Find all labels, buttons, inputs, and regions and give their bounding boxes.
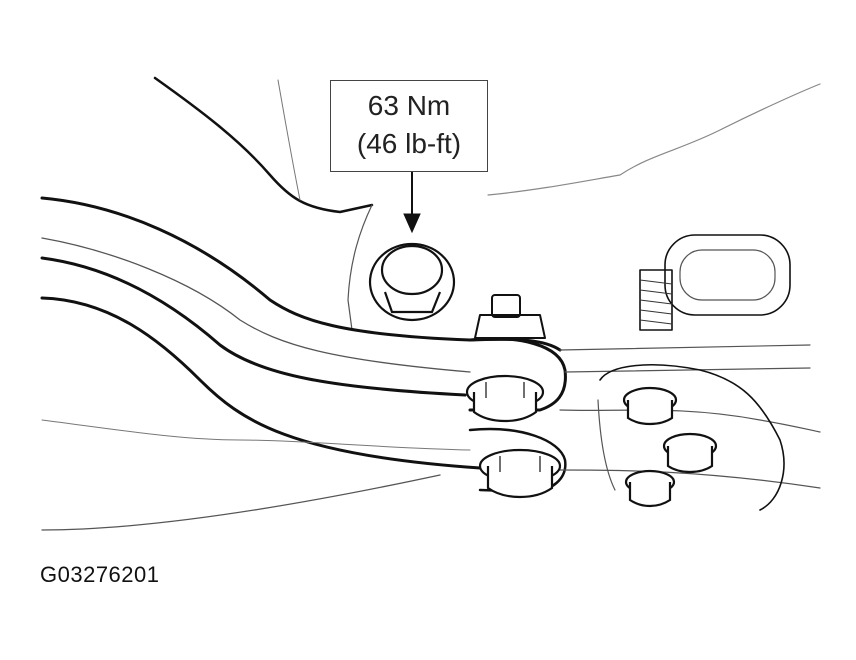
- control-arm-upper-lower: [40, 256, 467, 397]
- control-arm-lower-edge: [40, 296, 482, 470]
- crossmember-lower: [559, 409, 821, 433]
- stud-threads: [639, 279, 673, 325]
- figure-id: G03276201: [40, 562, 160, 587]
- torque-imperial: (46 lb-ft): [356, 128, 462, 159]
- oval-bracket: [664, 234, 791, 316]
- arm-stud: [491, 294, 521, 318]
- bracket-outline: [347, 204, 373, 331]
- crossmember-mid: [564, 367, 811, 373]
- arm-end-bushing: [468, 337, 567, 412]
- oval-bracket-inner: [679, 249, 776, 301]
- callout-arrow: [403, 172, 421, 234]
- flange-nut-lower: [478, 448, 562, 498]
- control-arm-upper-inner: [41, 237, 471, 373]
- crossmember-bottom: [559, 469, 821, 489]
- control-arm-upper-edge: [40, 196, 562, 352]
- knuckle-nut-middle: [662, 432, 718, 474]
- torque-callout: 63 Nm (46 lb-ft): [330, 80, 488, 172]
- torque-metric: 63 Nm: [367, 90, 451, 121]
- crossmember-upper: [559, 344, 811, 351]
- body-panel-line: [487, 83, 821, 196]
- knuckle-nut-lower: [624, 469, 676, 508]
- lower-sweep-line: [41, 474, 441, 531]
- target-bolt: [368, 242, 456, 322]
- flange-nut-upper: [465, 374, 545, 422]
- knuckle-nut-upper: [622, 386, 678, 426]
- arm-stud-nut: [474, 314, 546, 339]
- subframe-outline-upper: [153, 76, 374, 214]
- knuckle-housing-inner: [597, 399, 616, 491]
- control-arm-lower-inner: [41, 419, 471, 451]
- subframe-outline-thin: [277, 79, 301, 201]
- knuckle-housing: [599, 364, 785, 511]
